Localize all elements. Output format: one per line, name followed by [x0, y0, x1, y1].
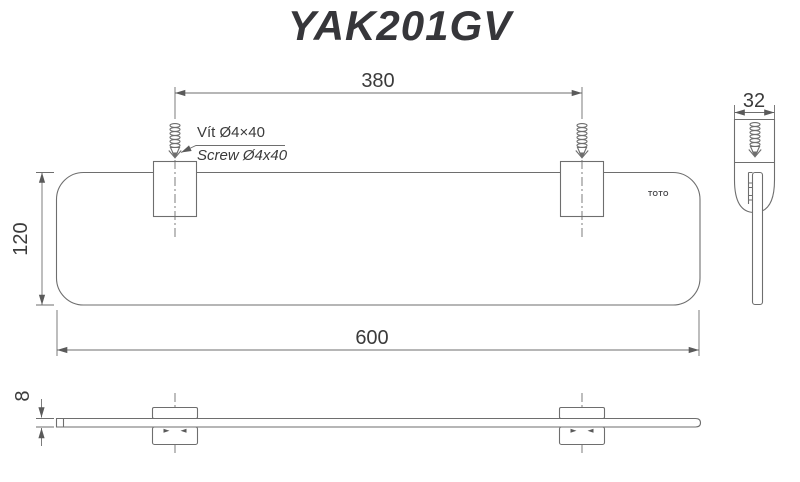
toto-logo: TOTO [648, 191, 669, 198]
left-set-screw-arrows [163, 428, 187, 433]
dimension-380: 380 [174, 70, 583, 119]
left-bracket-plan-lower [151, 426, 199, 446]
dimension-32: 32 [734, 90, 775, 119]
slot-edge-line [747, 171, 753, 204]
right-bracket-plan-upper [558, 406, 606, 420]
right-screw-icon [575, 123, 589, 160]
dim-32-label: 32 [743, 90, 765, 112]
dim-380-label: 380 [361, 70, 394, 92]
page-title: YAK201GV [287, 2, 513, 49]
set-screw-marks [748, 182, 752, 201]
dim-600-label: 600 [355, 327, 388, 349]
shelf-side-edge [751, 171, 764, 306]
front-view: TOTO 380 120 600 Vít Ø4× [10, 70, 701, 356]
screw-note-vi-label: Vít Ø4×40 [197, 124, 265, 141]
screw-note-en-label: Screw Ø4x40 [197, 147, 288, 164]
bottom-view: 8 [12, 390, 702, 455]
dimension-8: 8 [12, 390, 54, 446]
dim-8-label: 8 [12, 390, 34, 401]
shelf-front-outline [55, 171, 701, 306]
dim-120-label: 120 [10, 222, 32, 255]
shelf-plan-strip [55, 417, 702, 428]
right-bracket-plan-lower [558, 426, 606, 446]
left-bracket-plan-upper [151, 406, 199, 420]
left-screw-icon [168, 123, 182, 160]
dimension-120: 120 [10, 172, 54, 306]
right-set-screw-arrows [570, 428, 594, 433]
screw-note: Vít Ø4×40 Screw Ø4x40 [180, 124, 288, 164]
dimension-600: 600 [56, 310, 700, 356]
side-screw-icon [748, 122, 762, 159]
side-view: 32 [733, 90, 776, 306]
